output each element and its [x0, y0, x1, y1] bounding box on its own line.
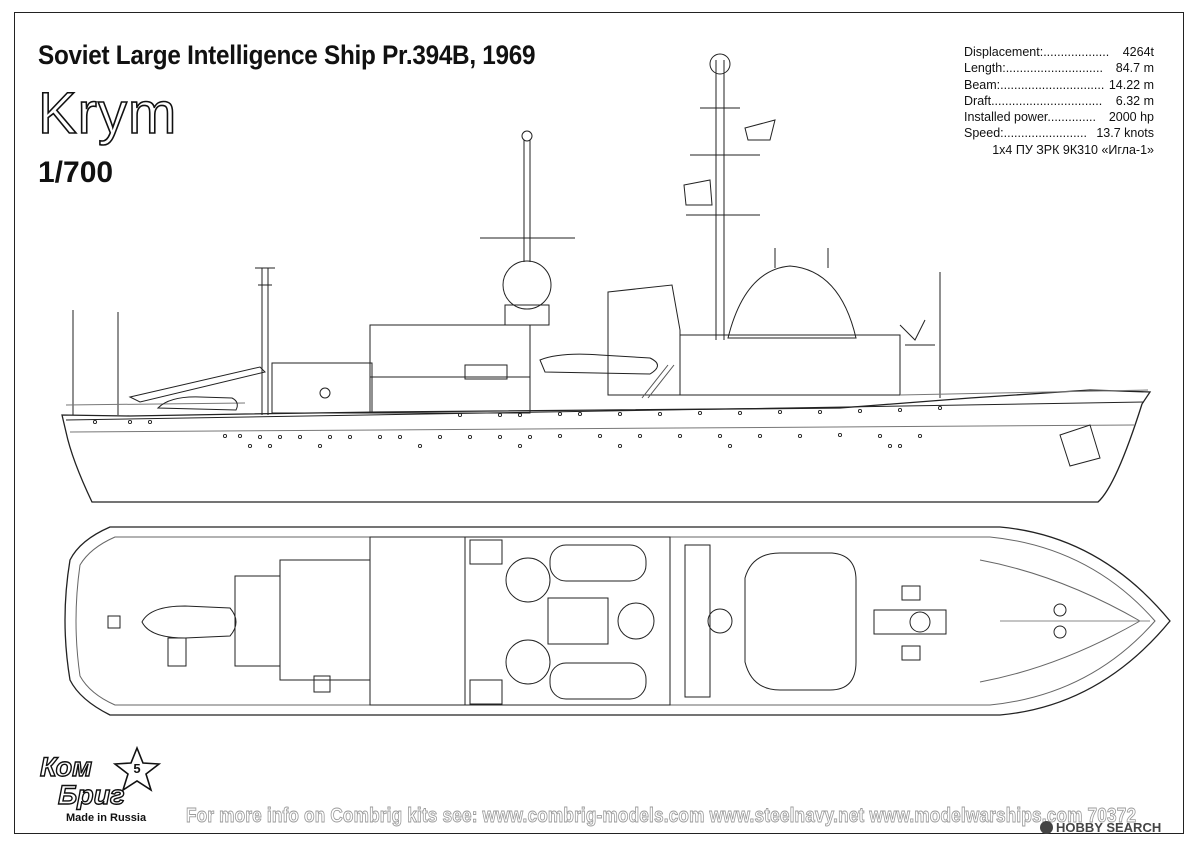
- spec-value: 2000 hp: [1108, 110, 1154, 125]
- top-anchor-1: [1053, 603, 1067, 617]
- top-dome-1: [505, 557, 551, 603]
- side-radome: [502, 260, 552, 310]
- watermark: HOBBY SEARCH: [1040, 820, 1161, 835]
- top-hull-outline: [64, 526, 1171, 716]
- side-lifeboat: [539, 353, 658, 375]
- bow-anchor-emblem: [1059, 424, 1101, 467]
- spec-row-power: Installed power.............. 2000 hp: [964, 109, 1154, 125]
- bow-rail: [899, 389, 1149, 396]
- side-antenna-array: [683, 119, 776, 206]
- spec-label: Draft................................: [964, 93, 1103, 108]
- watermark-icon: [1040, 821, 1053, 834]
- side-motor-boat: [156, 396, 238, 411]
- main-mast-top: [709, 53, 731, 75]
- specs-table: Displacement:................... 4264t Le…: [964, 44, 1154, 158]
- spec-row-length: Length:............................ 84.7 …: [964, 60, 1154, 76]
- side-deck-line: [65, 401, 1145, 421]
- radome-mast-top: [521, 130, 533, 142]
- top-aft-deckhouse: [279, 559, 371, 681]
- spec-value: 6.32 m: [1115, 93, 1154, 108]
- top-view: [64, 526, 1171, 716]
- bridge-ladder: [641, 364, 675, 399]
- top-dome-2: [505, 639, 551, 685]
- side-profile: [61, 53, 1152, 503]
- aft-mast: [255, 267, 275, 415]
- page-title: Soviet Large Intelligence Ship Pr.394B, …: [38, 40, 536, 70]
- top-motor-boat: [141, 605, 237, 639]
- radome-mast: [480, 140, 575, 262]
- logo-made-in: Made in Russia: [66, 812, 147, 824]
- top-lifeboat-stbd: [549, 662, 647, 700]
- top-superstructure: [369, 536, 671, 706]
- side-boot-line: [69, 424, 1135, 433]
- spec-value: 4264t: [1122, 45, 1154, 59]
- side-boat-rack: [464, 364, 508, 380]
- spec-row-displacement: Displacement:................... 4264t: [964, 44, 1154, 60]
- top-funnel: [617, 602, 655, 640]
- top-hatch-2: [167, 637, 187, 667]
- aft-rail: [65, 402, 246, 406]
- top-sam-launcher: [909, 611, 931, 633]
- star-icon: 5: [112, 745, 162, 792]
- spec-label: Length:............................: [964, 61, 1103, 76]
- top-main-mast: [707, 608, 733, 634]
- spec-weapon: 1x4 ПУ ЗРК 9К310 «Игла-1»: [992, 142, 1154, 157]
- spec-label: Speed:........................: [964, 126, 1087, 141]
- radome-base: [504, 304, 550, 326]
- spec-label: Installed power..............: [964, 110, 1097, 125]
- spec-value: 84.7 m: [1115, 61, 1154, 76]
- top-radome-platform: [744, 552, 857, 691]
- top-mast-platform: [684, 544, 711, 698]
- main-mast: [686, 60, 760, 340]
- top-winch-1: [901, 585, 921, 601]
- spec-value: 13.7 knots: [1096, 126, 1154, 141]
- top-hatch-1: [107, 615, 121, 629]
- central-superstructure: [369, 324, 531, 414]
- top-hatch-3: [313, 675, 331, 693]
- forward-deckhouse: [679, 334, 901, 396]
- side-sam-launcher: [899, 319, 935, 346]
- aft-deckhouse: [271, 362, 373, 414]
- drawing-frame: [14, 12, 1184, 834]
- scale-label: 1/700: [38, 156, 114, 189]
- spec-value: 14.22 m: [1108, 77, 1154, 92]
- top-stern-bay: [234, 575, 281, 667]
- spec-label: Displacement:...................: [964, 45, 1110, 59]
- top-winch-2: [901, 645, 921, 661]
- top-boat-rack-2: [469, 679, 503, 705]
- footer-info: For more info on Combrig kits see: www.c…: [186, 805, 1137, 828]
- top-boat-rack-1: [469, 539, 503, 565]
- bridge-block: [607, 284, 681, 396]
- side-hull: [61, 389, 1152, 503]
- aft-crane: [128, 366, 266, 403]
- ship-name: Krym: [37, 80, 178, 147]
- logo-line1: Ком: [39, 751, 93, 782]
- watermark-text: HOBBY SEARCH: [1056, 820, 1162, 835]
- spec-row-draft: Draft................................ 6.3…: [964, 93, 1154, 109]
- logo-badge-number: 5: [133, 761, 140, 776]
- spec-label: Beam:..............................: [964, 77, 1105, 92]
- top-sam-mount: [873, 609, 947, 635]
- top-anchor-2: [1053, 625, 1067, 639]
- side-large-radome: [727, 265, 857, 339]
- spec-row-speed: Speed:........................ 13.7 knots: [964, 125, 1154, 141]
- combrig-logo: 5 Ком Бриг Made in Russia: [39, 745, 180, 832]
- side-portholes: [92, 405, 943, 449]
- top-deck-edge: [75, 536, 1156, 706]
- top-lifeboat-port: [549, 544, 647, 582]
- logo-line2: Бриг: [57, 779, 125, 810]
- spec-row-beam: Beam:..............................14.22…: [964, 77, 1154, 93]
- top-vent-grid: [547, 597, 609, 645]
- side-winch: [319, 387, 331, 399]
